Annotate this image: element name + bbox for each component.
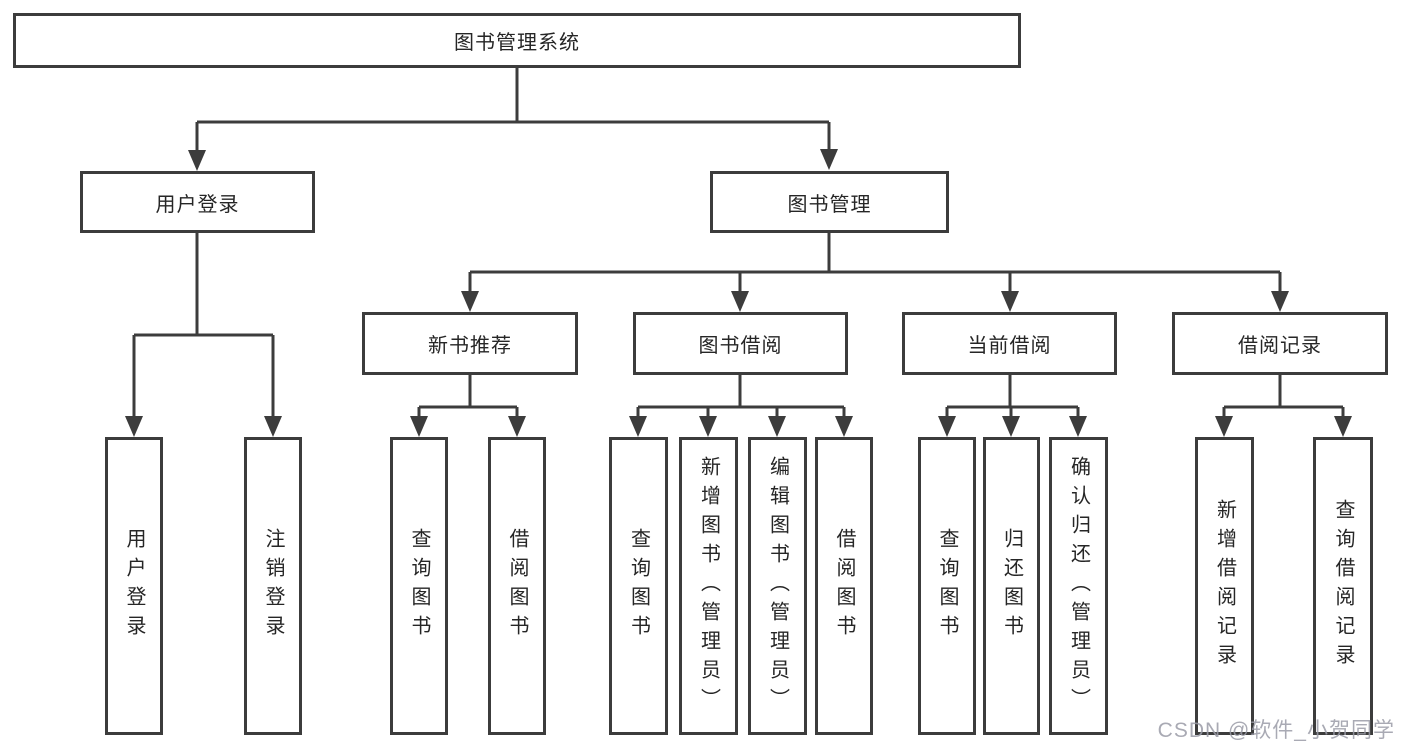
leaf-user-login: 用户登录: [105, 437, 163, 735]
node-label: 借阅记录: [1238, 335, 1322, 357]
node-borrowing-records: 借阅记录: [1172, 312, 1388, 375]
connector-borrow-records-to-leaves: [1222, 375, 1345, 422]
node-label: 当前借阅: [967, 335, 1052, 357]
node-library-management-system: 图书管理系统: [13, 13, 1021, 68]
connector-current-borrowing-to-leaves: [945, 375, 1080, 422]
node-book-borrowing: 图书借阅: [633, 312, 848, 375]
leaf-label: 查询图书: [627, 528, 650, 644]
leaf-label: 借阅图书: [833, 528, 855, 644]
leaf-borrowing-edit-books-admin: 编辑图书（管理员）: [748, 437, 807, 735]
connector-book-management-to-modules: [468, 233, 1282, 297]
leaf-label: 新增借阅记录: [1213, 499, 1236, 673]
arrowheads-new-book-leaves: [410, 416, 526, 437]
node-label: 用户登录: [155, 193, 240, 216]
node-label: 图书管理: [787, 193, 872, 216]
leaf-newbook-borrow-books: 借阅图书: [488, 437, 546, 735]
arrowheads-level2: [188, 149, 838, 171]
leaf-label: 归还图书: [1000, 528, 1023, 644]
arrowheads-current-borrowing-leaves: [938, 416, 1087, 437]
leaf-newbook-query-books: 查询图书: [390, 437, 448, 735]
arrowheads-user-login-leaves: [125, 416, 282, 437]
node-label: 新书推荐: [428, 335, 512, 357]
leaf-label: 用户登录: [123, 528, 145, 644]
leaf-current-return-books: 归还图书: [983, 437, 1040, 735]
csdn-watermark: CSDN @软件_小贺同学: [1157, 719, 1395, 742]
node-label: 图书借阅: [698, 335, 783, 357]
leaf-label: 查询图书: [408, 528, 430, 644]
leaf-label: 确认归还（管理员）: [1067, 455, 1090, 717]
connector-book-borrowing-to-leaves: [636, 375, 846, 422]
leaf-records-query-borrow-record: 查询借阅记录: [1313, 437, 1373, 735]
arrowheads-borrow-records-leaves: [1215, 416, 1352, 437]
leaf-label: 借阅图书: [506, 528, 528, 644]
leaf-label: 查询图书: [936, 528, 958, 644]
node-book-management: 图书管理: [710, 171, 949, 233]
node-current-borrowing: 当前借阅: [902, 312, 1117, 375]
leaf-records-add-borrow-record: 新增借阅记录: [1195, 437, 1254, 735]
node-user-login: 用户登录: [80, 171, 315, 233]
leaf-current-query-books: 查询图书: [918, 437, 976, 735]
leaf-label: 编辑图书（管理员）: [766, 455, 789, 717]
node-label: 图书管理系统: [454, 32, 580, 54]
node-new-book-recommendation: 新书推荐: [362, 312, 578, 375]
connector-user-login-to-leaves: [132, 233, 275, 422]
leaf-label: 注销登录: [262, 528, 284, 644]
connector-root-to-level2: [195, 68, 831, 156]
connector-new-book-to-leaves: [417, 375, 519, 422]
leaf-logout-login: 注销登录: [244, 437, 302, 735]
leaf-label: 新增图书（管理员）: [697, 455, 720, 717]
leaf-borrowing-borrow-books: 借阅图书: [815, 437, 873, 735]
arrowheads-book-borrowing-leaves: [629, 416, 853, 437]
leaf-borrowing-add-books-admin: 新增图书（管理员）: [679, 437, 738, 735]
arrowheads-modules: [461, 291, 1289, 312]
leaf-current-confirm-return-admin: 确认归还（管理员）: [1049, 437, 1108, 735]
leaf-label: 查询借阅记录: [1332, 499, 1354, 673]
leaf-borrowing-query-books: 查询图书: [609, 437, 668, 735]
